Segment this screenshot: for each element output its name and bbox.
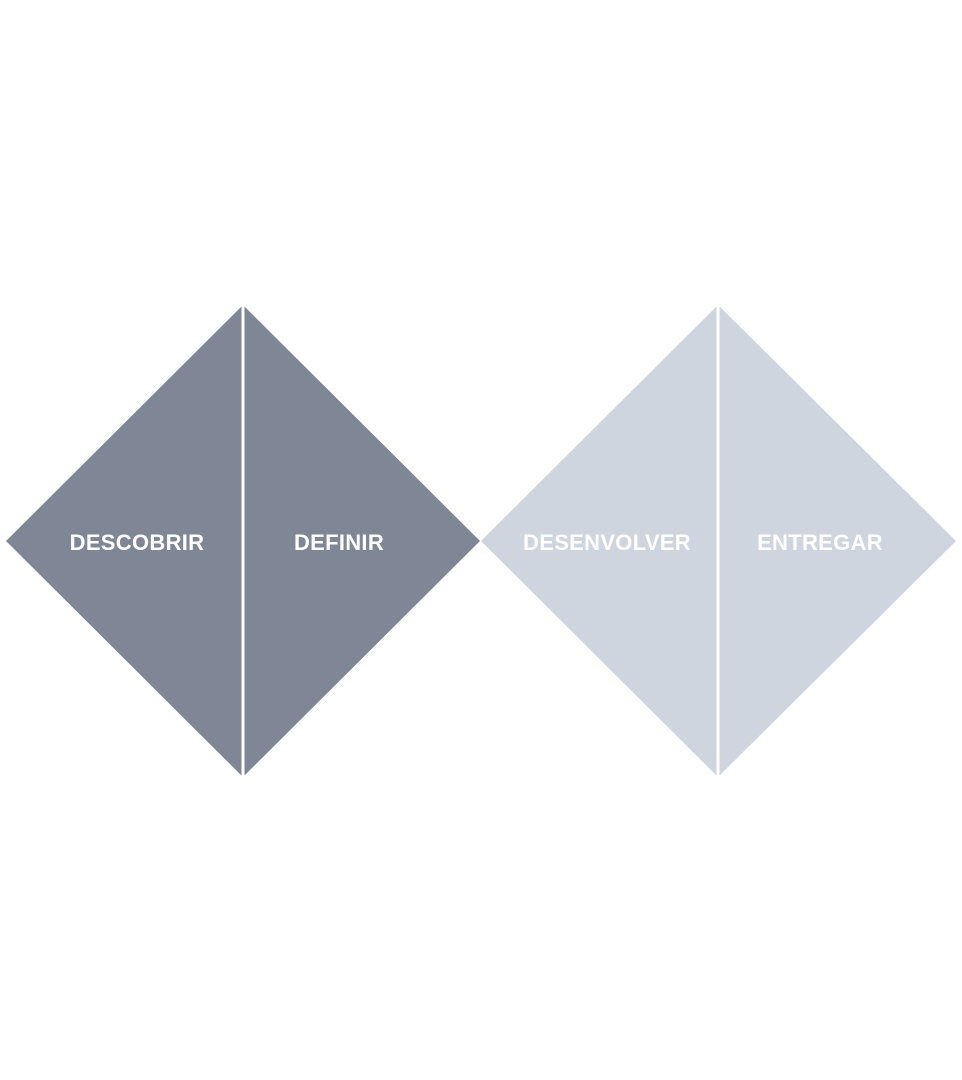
phase-definir-label: DEFINIR <box>294 530 384 555</box>
phase-descobrir-shape <box>6 305 243 777</box>
phase-descobrir-label: DESCOBRIR <box>70 530 205 555</box>
diamond-second: DESENVOLVER ENTREGAR <box>481 303 956 779</box>
phase-entregar-label: ENTREGAR <box>757 530 883 555</box>
phase-entregar-shape <box>718 305 956 777</box>
phase-definir-shape <box>243 305 480 777</box>
diamond-first: DESCOBRIR DEFINIR <box>6 303 480 779</box>
phase-desenvolver-shape <box>481 305 718 777</box>
phase-desenvolver-label: DESENVOLVER <box>523 530 691 555</box>
